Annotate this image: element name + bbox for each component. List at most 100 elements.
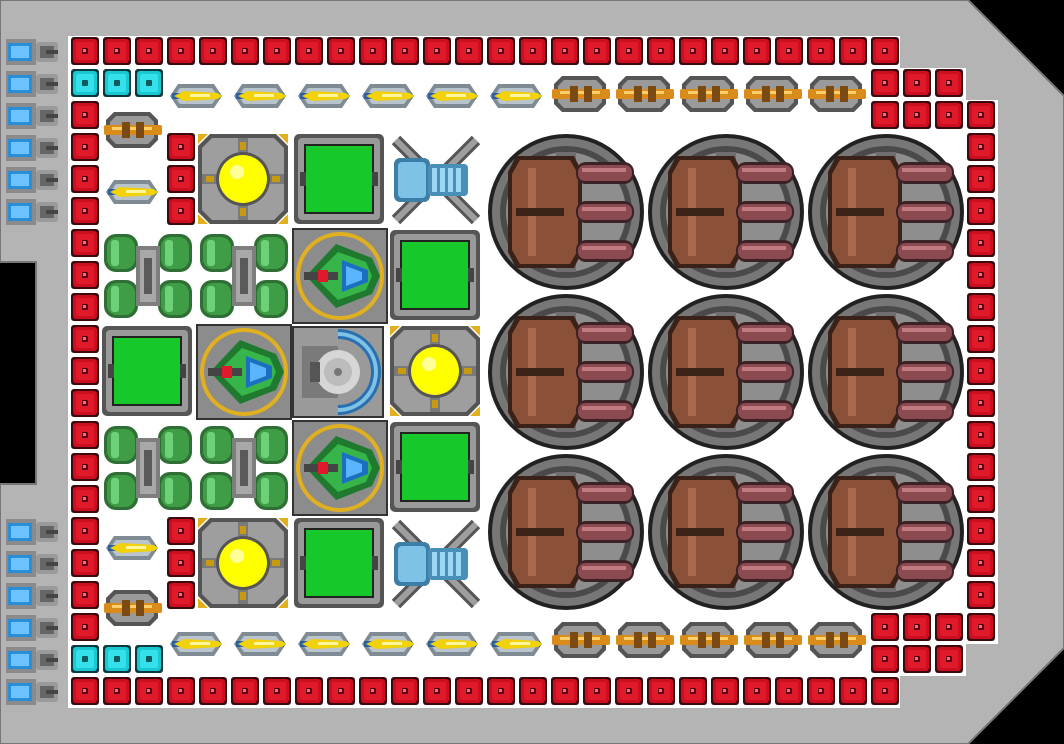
red-armor-block[interactable] [103, 37, 131, 65]
red-armor-block[interactable] [647, 37, 675, 65]
thruster[interactable] [6, 615, 58, 641]
red-armor-block[interactable] [967, 325, 995, 353]
thruster[interactable] [6, 647, 58, 673]
red-armor-block[interactable] [967, 101, 995, 129]
yellow-cannon[interactable] [426, 632, 478, 656]
orange-cannon[interactable] [552, 76, 610, 112]
red-armor-block[interactable] [71, 37, 99, 65]
reactor[interactable] [390, 326, 480, 416]
red-armor-block[interactable] [167, 517, 195, 545]
orange-cannon[interactable] [104, 112, 162, 148]
red-armor-block[interactable] [167, 677, 195, 705]
orange-cannon[interactable] [616, 622, 674, 658]
red-armor-block[interactable] [519, 677, 547, 705]
red-armor-block[interactable] [967, 517, 995, 545]
fuel-tank-pair[interactable] [196, 420, 292, 516]
red-armor-block[interactable] [967, 421, 995, 449]
fuel-tank-pair[interactable] [100, 420, 196, 516]
red-armor-block[interactable] [71, 421, 99, 449]
red-armor-block[interactable] [391, 37, 419, 65]
red-armor-block[interactable] [167, 165, 195, 193]
red-armor-block[interactable] [295, 677, 323, 705]
red-armor-block[interactable] [967, 453, 995, 481]
thruster[interactable] [6, 519, 58, 545]
red-armor-block[interactable] [71, 133, 99, 161]
red-armor-block[interactable] [391, 677, 419, 705]
red-armor-block[interactable] [967, 133, 995, 161]
red-armor-block[interactable] [295, 37, 323, 65]
red-armor-block[interactable] [551, 37, 579, 65]
red-armor-block[interactable] [71, 613, 99, 641]
thruster[interactable] [6, 167, 58, 193]
orange-cannon[interactable] [808, 622, 866, 658]
thruster[interactable] [6, 679, 58, 705]
orange-cannon[interactable] [808, 76, 866, 112]
yellow-cannon[interactable] [170, 632, 222, 656]
red-armor-block[interactable] [167, 37, 195, 65]
yellow-cannon[interactable] [298, 84, 350, 108]
heavy-turret[interactable] [648, 134, 804, 290]
red-armor-block[interactable] [711, 37, 739, 65]
red-armor-block[interactable] [487, 37, 515, 65]
yellow-cannon[interactable] [362, 84, 414, 108]
orange-cannon[interactable] [104, 590, 162, 626]
green-battery[interactable] [294, 134, 384, 224]
thruster[interactable] [6, 551, 58, 577]
red-armor-block[interactable] [71, 485, 99, 513]
red-armor-block[interactable] [231, 37, 259, 65]
red-armor-block[interactable] [71, 197, 99, 225]
thruster[interactable] [6, 199, 58, 225]
red-armor-block[interactable] [71, 101, 99, 129]
red-armor-block[interactable] [871, 645, 899, 673]
orange-cannon[interactable] [616, 76, 674, 112]
red-armor-block[interactable] [71, 261, 99, 289]
yellow-cannon[interactable] [298, 632, 350, 656]
red-armor-block[interactable] [871, 101, 899, 129]
red-armor-block[interactable] [775, 37, 803, 65]
heavy-turret[interactable] [808, 134, 964, 290]
red-armor-block[interactable] [967, 485, 995, 513]
red-armor-block[interactable] [903, 613, 931, 641]
red-armor-block[interactable] [359, 677, 387, 705]
red-armor-block[interactable] [71, 229, 99, 257]
red-armor-block[interactable] [903, 101, 931, 129]
red-armor-block[interactable] [135, 677, 163, 705]
green-battery[interactable] [390, 422, 480, 512]
red-armor-block[interactable] [615, 37, 643, 65]
thruster[interactable] [6, 583, 58, 609]
red-armor-block[interactable] [775, 677, 803, 705]
red-armor-block[interactable] [199, 677, 227, 705]
red-armor-block[interactable] [167, 581, 195, 609]
red-armor-block[interactable] [199, 37, 227, 65]
red-armor-block[interactable] [71, 549, 99, 577]
red-armor-block[interactable] [935, 69, 963, 97]
red-armor-block[interactable] [71, 389, 99, 417]
heavy-turret[interactable] [808, 294, 964, 450]
red-armor-block[interactable] [359, 37, 387, 65]
fuel-tank-pair[interactable] [100, 228, 196, 324]
yellow-cannon[interactable] [490, 84, 542, 108]
red-armor-block[interactable] [71, 293, 99, 321]
red-armor-block[interactable] [71, 581, 99, 609]
red-armor-block[interactable] [679, 677, 707, 705]
thruster[interactable] [6, 71, 58, 97]
yellow-cannon[interactable] [362, 632, 414, 656]
red-armor-block[interactable] [871, 613, 899, 641]
red-armor-block[interactable] [71, 165, 99, 193]
red-armor-block[interactable] [839, 677, 867, 705]
red-armor-block[interactable] [679, 37, 707, 65]
heavy-turret[interactable] [488, 454, 644, 610]
green-battery[interactable] [294, 518, 384, 608]
heavy-turret[interactable] [648, 454, 804, 610]
red-armor-block[interactable] [263, 677, 291, 705]
heavy-turret[interactable] [488, 294, 644, 450]
red-armor-block[interactable] [327, 37, 355, 65]
orange-cannon[interactable] [744, 622, 802, 658]
red-armor-block[interactable] [967, 549, 995, 577]
red-armor-block[interactable] [103, 677, 131, 705]
shield-generator[interactable] [194, 322, 294, 422]
fuel-tank-pair[interactable] [196, 228, 292, 324]
red-armor-block[interactable] [967, 357, 995, 385]
thruster[interactable] [6, 39, 58, 65]
command-core[interactable] [292, 326, 384, 418]
